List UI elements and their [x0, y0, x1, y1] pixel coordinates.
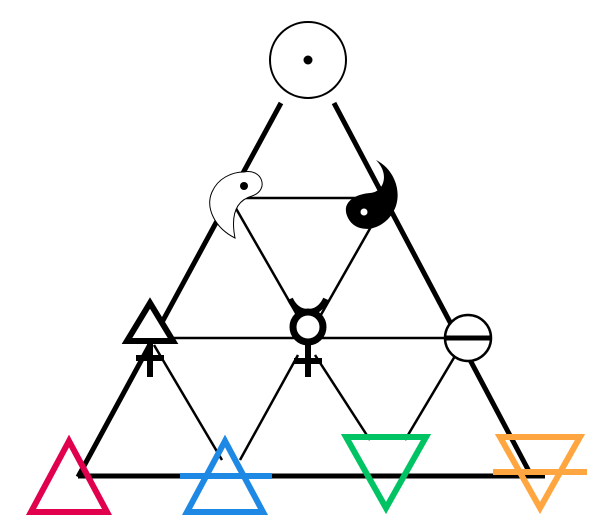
mercury-icon — [287, 297, 329, 377]
outer-triangle — [75, 101, 545, 479]
water-icon — [340, 434, 432, 515]
air-icon — [180, 434, 272, 515]
sun-icon — [269, 21, 347, 99]
sulfur-icon — [121, 297, 179, 377]
fire-icon — [25, 434, 113, 515]
yin-icon — [209, 171, 263, 239]
salt-icon — [443, 313, 493, 363]
yang-icon — [345, 160, 398, 229]
earth-icon — [493, 434, 587, 515]
